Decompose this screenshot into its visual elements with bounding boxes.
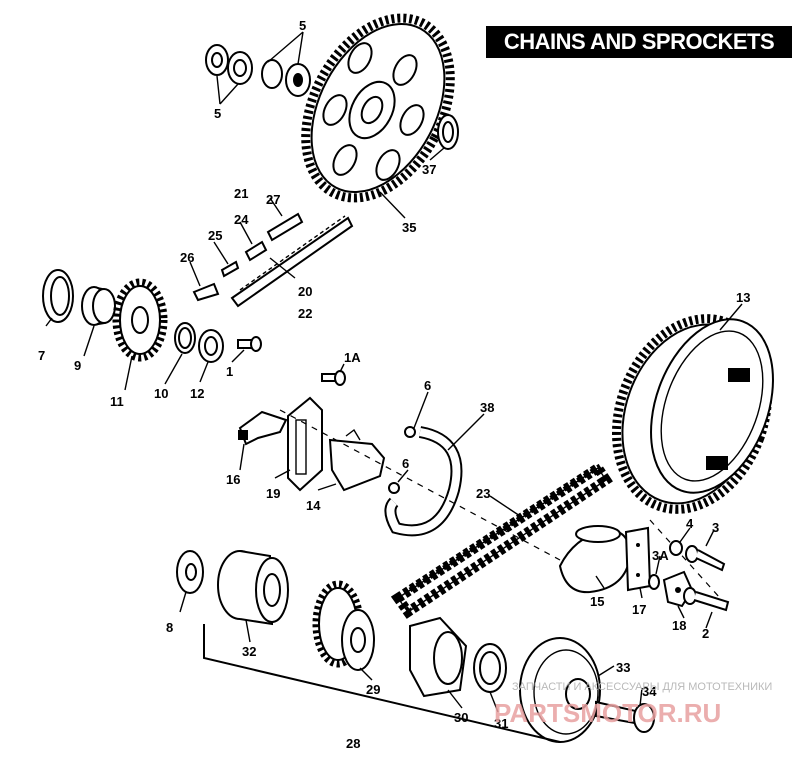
watermark: ЗАПЧАСТИ И АКСЕССУАРЫ ДЛЯ МОТОТЕХНИКИ PA…: [494, 681, 772, 728]
bracket-14: [328, 428, 386, 492]
label-15: 15: [590, 594, 604, 609]
label-26: 26: [180, 250, 194, 265]
label-23: 23: [476, 486, 490, 501]
label-1a: 1A: [344, 350, 361, 365]
label-33: 33: [616, 660, 630, 675]
label-27: 27: [266, 192, 280, 207]
washer-3a: [648, 574, 660, 590]
seal-7: [42, 269, 74, 323]
label-25: 25: [208, 228, 222, 243]
label-16: 16: [226, 472, 240, 487]
sprocket-29: [312, 580, 375, 671]
label-10: 10: [154, 386, 168, 401]
label-1: 1: [226, 364, 233, 379]
label-6-mid: 6: [402, 456, 409, 471]
clutch-drum-13: [611, 314, 774, 514]
shoe-16: [238, 410, 288, 446]
plate-17: [624, 526, 652, 592]
tensioner-15: [558, 525, 632, 594]
label-13: 13: [736, 290, 750, 305]
label-29: 29: [366, 682, 380, 697]
seal-37: [437, 114, 459, 150]
label-22: 22: [298, 306, 312, 321]
label-35: 35: [402, 220, 416, 235]
label-17: 17: [632, 602, 646, 617]
bracket-28: [203, 624, 561, 743]
label-21: 21: [234, 186, 248, 201]
label-14: 14: [306, 498, 321, 513]
label-2: 2: [702, 626, 709, 641]
label-3a: 3A: [652, 548, 669, 563]
label-19: 19: [266, 486, 280, 501]
label-12: 12: [190, 386, 204, 401]
rear-sprocket-35: [301, 13, 455, 203]
label-32: 32: [242, 644, 256, 659]
diagram-title: CHAINS AND SPROCKETS: [486, 26, 792, 58]
label-28: 28: [346, 736, 360, 751]
bolt-1a: [321, 370, 346, 386]
watermark-brand: PARTSMOTOR.RU: [494, 698, 721, 728]
adjuster-plate-19: [287, 396, 323, 492]
watermark-tagline: ЗАПЧАСТИ И АКСЕССУАРЫ ДЛЯ МОТОТЕХНИКИ: [512, 681, 772, 693]
washer-8: [176, 550, 204, 594]
plug-6: [388, 426, 416, 494]
label-5-top: 5: [299, 18, 306, 33]
washer-4: [669, 540, 683, 556]
leader-lines: [45, 31, 743, 713]
label-38: 38: [480, 400, 494, 415]
bolt-34: [595, 700, 655, 733]
part-labels: 5 5 37 35 21 27 24 25 26 20 22 7 9 11 10…: [38, 18, 750, 751]
cam-30: [409, 616, 468, 698]
washer-10: [174, 322, 196, 354]
label-30: 30: [454, 710, 468, 725]
label-20: 20: [298, 284, 312, 299]
label-11: 11: [110, 394, 124, 409]
label-34: 34: [642, 684, 657, 699]
alignment-lines: [279, 409, 721, 599]
label-7: 7: [38, 348, 45, 363]
label-5-left: 5: [214, 106, 221, 121]
label-4: 4: [686, 516, 694, 531]
tube-38: [384, 426, 463, 537]
label-6-top: 6: [424, 378, 431, 393]
hub-32: [217, 550, 289, 626]
label-24: 24: [234, 212, 249, 227]
label-18: 18: [672, 618, 686, 633]
bolt-3: [685, 545, 726, 572]
label-8: 8: [166, 620, 173, 635]
label-37: 37: [422, 162, 436, 177]
bearings-5: [205, 44, 311, 97]
front-sprocket-11: [112, 278, 168, 362]
bolt-1: [237, 336, 262, 352]
label-31: 31: [494, 716, 508, 731]
primary-chain-23: [390, 461, 613, 619]
bolt-2: [683, 587, 730, 612]
spacer-9: [81, 286, 116, 326]
label-9: 9: [74, 358, 81, 373]
ring-31: [473, 643, 507, 693]
nut-12: [198, 329, 224, 363]
chain-links-20-27: [192, 212, 354, 308]
label-3: 3: [712, 520, 719, 535]
